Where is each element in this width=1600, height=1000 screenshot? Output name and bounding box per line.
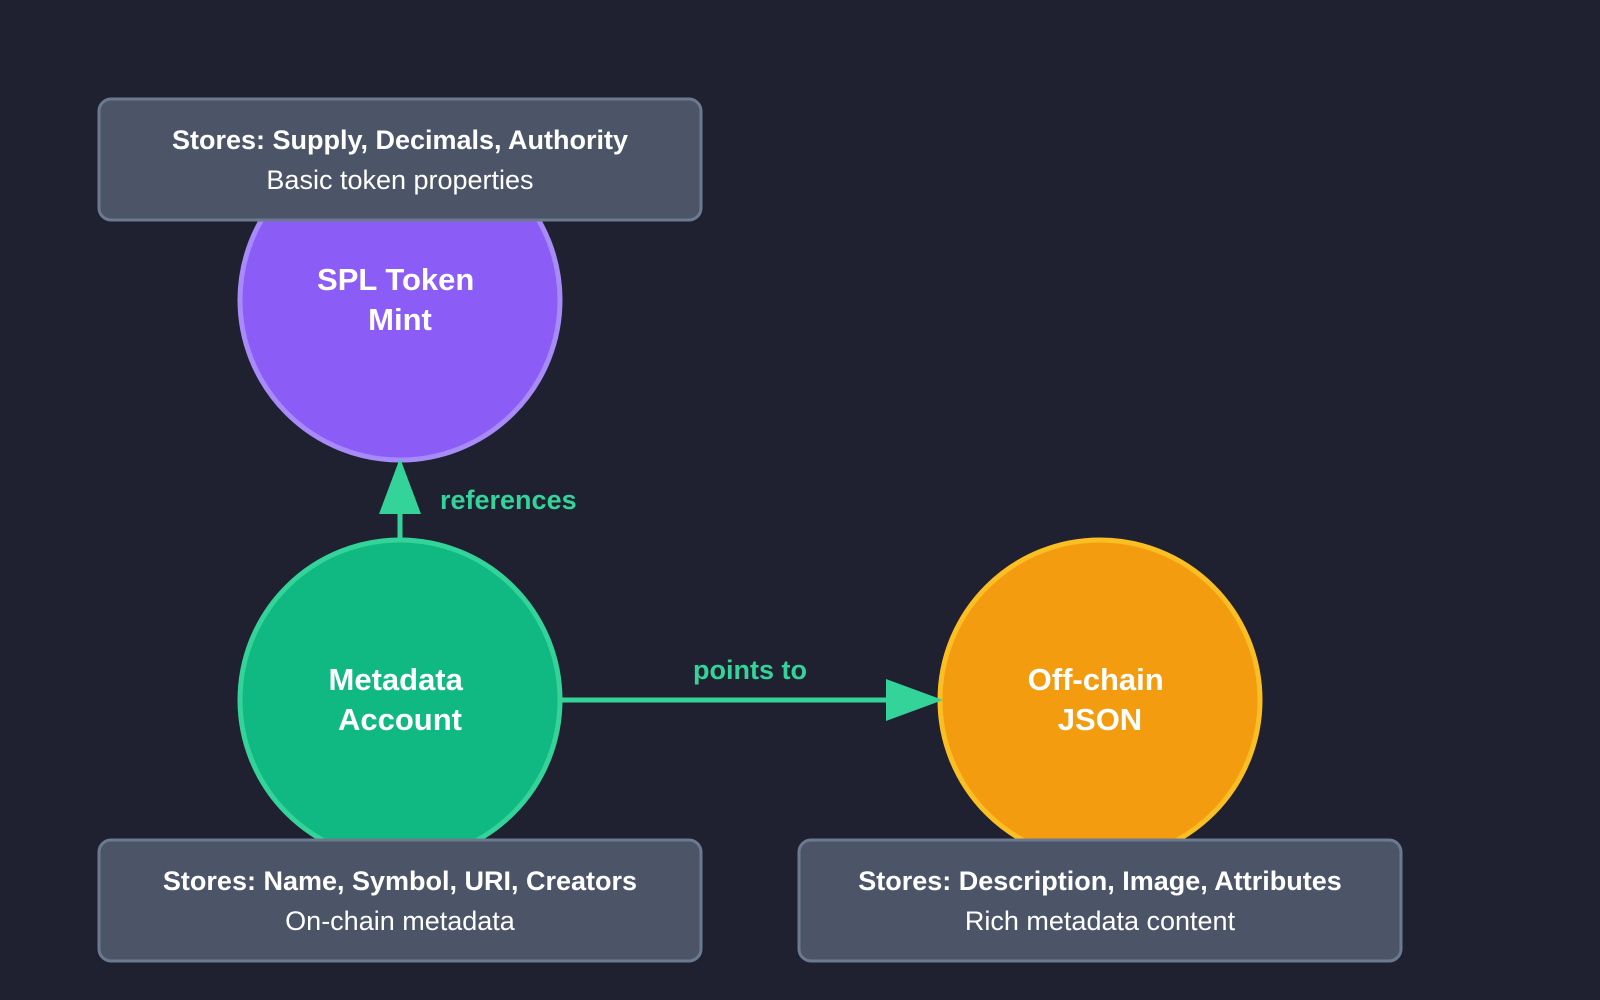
node-off-chain-json-label-line1: Off-chain	[1028, 662, 1164, 697]
node-metadata-account-label: Metadata Account	[329, 662, 472, 737]
edge-references: references	[379, 458, 577, 538]
info-box-off-chain-json-title: Stores: Description, Image, Attributes	[858, 866, 1342, 896]
node-off-chain-json-label-line2: JSON	[1058, 702, 1142, 737]
node-spl-token-mint-label-line1: SPL Token	[317, 262, 474, 297]
info-box-off-chain-json: Stores: Description, Image, Attributes R…	[797, 838, 1403, 963]
info-box-spl-token-mint-title: Stores: Supply, Decimals, Authority	[172, 125, 628, 155]
edge-points-to-label: points to	[693, 655, 807, 685]
info-box-off-chain-json-subtitle: Rich metadata content	[965, 906, 1236, 936]
info-box-spl-token-mint-bg	[97, 97, 703, 222]
edge-references-label: references	[440, 485, 577, 515]
edge-references-arrowhead	[379, 458, 421, 514]
node-off-chain-json-label: Off-chain JSON	[1028, 662, 1173, 737]
info-box-spl-token-mint: Stores: Supply, Decimals, Authority Basi…	[97, 97, 703, 222]
info-box-metadata-account-bg	[97, 838, 703, 963]
edge-points-to-arrowhead	[886, 679, 943, 721]
node-metadata-account-label-line1: Metadata	[329, 662, 464, 697]
node-off-chain-json-circle	[937, 537, 1263, 863]
node-metadata-account[interactable]: Metadata Account	[237, 537, 563, 863]
node-spl-token-mint-label-line2: Mint	[368, 302, 432, 337]
info-box-metadata-account-title: Stores: Name, Symbol, URI, Creators	[163, 866, 637, 896]
info-box-metadata-account-subtitle: On-chain metadata	[285, 906, 516, 936]
node-off-chain-json[interactable]: Off-chain JSON	[937, 537, 1263, 863]
node-metadata-account-circle	[237, 537, 563, 863]
info-box-metadata-account: Stores: Name, Symbol, URI, Creators On-c…	[97, 838, 703, 963]
node-metadata-account-label-line2: Account	[338, 702, 462, 737]
info-box-spl-token-mint-subtitle: Basic token properties	[266, 165, 533, 195]
info-box-off-chain-json-bg	[797, 838, 1403, 963]
node-spl-token-mint-label: SPL Token Mint	[317, 262, 483, 337]
edge-points-to: points to	[562, 655, 943, 721]
